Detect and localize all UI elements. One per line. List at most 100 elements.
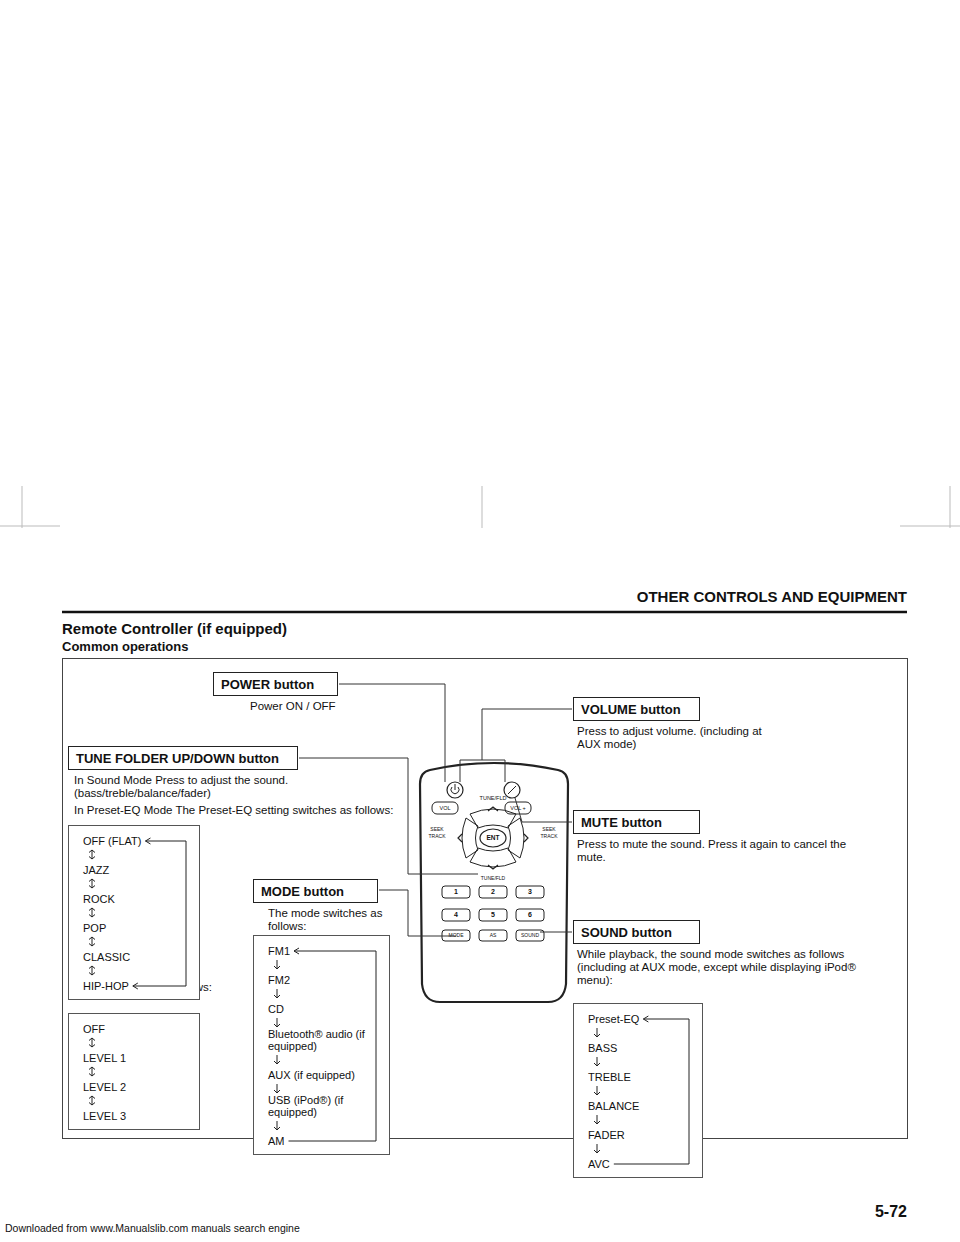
button-name: POWER button	[213, 672, 338, 696]
list-item: AM	[268, 1135, 285, 1147]
button-number: 3	[528, 888, 532, 897]
list-item: CD	[268, 1003, 284, 1015]
arrow-stroke	[594, 1115, 600, 1124]
list-item: JAZZ	[83, 864, 109, 876]
arrow-stroke	[594, 1028, 600, 1037]
cycle-bracket	[68, 825, 200, 1000]
list-item: BASS	[588, 1042, 617, 1054]
sequence-arrow	[592, 1056, 602, 1067]
list-item: TREBLE	[588, 1071, 631, 1083]
list-item: LEVEL 1	[83, 1052, 126, 1064]
sequence-arrow	[87, 965, 97, 976]
arrow-stroke	[89, 966, 95, 975]
list-item: ROCK	[83, 893, 115, 905]
button-description: In Sound Mode Press to adjust the sound.…	[74, 774, 394, 800]
arrow-stroke	[89, 937, 95, 946]
button-number: 2	[491, 888, 495, 897]
section-header: OTHER CONTROLS AND EQUIPMENT	[637, 589, 907, 606]
button-name: TUNE FOLDER UP/DOWN button	[68, 746, 298, 770]
setting-list: FM1FM2CDBluetooth® audio (if equipped)AU…	[253, 935, 390, 1155]
button-callout: SOUND buttonWhile playback, the sound mo…	[573, 920, 877, 987]
arrow-stroke	[274, 1121, 280, 1130]
button-callout: VOLUME buttonPress to adjust volume. (in…	[573, 697, 767, 751]
arrow-stroke	[594, 1057, 600, 1066]
arrow-stroke	[274, 989, 280, 998]
arrow-stroke	[594, 1086, 600, 1095]
button-name: MODE button	[253, 879, 378, 903]
list-item: AVC	[588, 1158, 610, 1170]
list-item: OFF (FLAT)	[83, 835, 141, 847]
button-number: 4	[454, 911, 458, 920]
header-rule	[62, 611, 907, 614]
arrow-stroke	[274, 1084, 280, 1093]
list-item: LEVEL 2	[83, 1081, 126, 1093]
setting-list: OFF LEVEL 1 LEVEL 2 LEVEL 3	[68, 1013, 200, 1130]
button-label: AS	[490, 932, 497, 939]
list-item: POP	[83, 922, 106, 934]
sequence-arrow	[272, 959, 282, 970]
bracket-stroke	[614, 1016, 689, 1164]
arrow-stroke	[89, 850, 95, 859]
button-label: MODE	[449, 932, 464, 939]
list-item: Preset-EQ	[588, 1013, 639, 1025]
list-item: AUX (if equipped)	[268, 1069, 355, 1081]
sequence-arrow	[272, 988, 282, 999]
button-callout: POWER buttonPower ON / OFF	[213, 672, 410, 713]
button-number: 1	[454, 888, 458, 897]
sequence-arrow	[87, 907, 97, 918]
arrow-stroke	[89, 879, 95, 888]
arrow-stroke	[89, 1067, 95, 1076]
arrow-stroke	[89, 1038, 95, 1047]
arrow-stroke	[274, 1018, 280, 1027]
button-description: While playback, the sound mode switches …	[577, 948, 877, 987]
list-item: Bluetooth® audio (if equipped)	[268, 1028, 372, 1052]
setting-list: OFF (FLAT)JAZZROCKPOPCLASSICHIP-HOP	[68, 825, 200, 1000]
button-description: Press to mute the sound. Press it again …	[577, 838, 877, 864]
sequence-arrow	[87, 1066, 97, 1077]
list-item: FM1	[268, 945, 290, 957]
list-item: LEVEL 3	[83, 1110, 126, 1122]
subheading: Common operations	[62, 640, 188, 655]
list-item: BALANCE	[588, 1100, 639, 1112]
button-label: VOL +	[510, 805, 526, 812]
sequence-arrow	[592, 1027, 602, 1038]
sequence-arrow	[272, 1054, 282, 1065]
button-label: SOUND	[521, 932, 539, 939]
button-description: Power ON / OFF	[250, 700, 410, 713]
button-callout: MUTE buttonPress to mute the sound. Pres…	[573, 810, 877, 864]
sequence-arrow	[272, 1083, 282, 1094]
arrow-stroke	[594, 1144, 600, 1153]
list-item: USB (iPod®) (if equipped)	[268, 1094, 372, 1118]
button-description: Press to adjust volume. (including at AU…	[577, 725, 767, 751]
cycle-bracket	[573, 1003, 703, 1178]
list-item: OFF	[83, 1023, 105, 1035]
button-name: VOLUME button	[573, 697, 700, 721]
arrow-stroke	[89, 908, 95, 917]
source-note: Downloaded from www.Manualslib.com manua…	[5, 1222, 300, 1234]
button-number: 5	[491, 911, 495, 920]
sequence-arrow	[87, 1095, 97, 1106]
sequence-arrow	[272, 1017, 282, 1028]
button-label: TUNE/FLD	[480, 795, 507, 802]
button-label: ENT	[487, 834, 500, 842]
sequence-arrow	[592, 1114, 602, 1125]
bracket-stroke	[133, 838, 186, 989]
button-label: SEEK TRACK	[539, 826, 559, 839]
button-name: MUTE button	[573, 810, 700, 834]
sequence-arrow	[592, 1143, 602, 1154]
list-item: FADER	[588, 1129, 625, 1141]
page-title: Remote Controller (if equipped)	[62, 620, 287, 637]
arrow-stroke	[274, 1055, 280, 1064]
button-callout: TUNE FOLDER UP/DOWN button In Sound Mode …	[68, 746, 394, 817]
sequence-arrow	[87, 878, 97, 889]
arrow-stroke	[89, 1096, 95, 1105]
sequence-arrow	[272, 1120, 282, 1131]
button-label: TUNE/FLD	[481, 875, 505, 882]
sequence-arrow	[87, 1037, 97, 1048]
outer-frame	[63, 659, 908, 1139]
button-description: The mode switches as follows:	[268, 907, 398, 933]
button-callout: MODE buttonThe mode switches as follows:	[253, 879, 398, 933]
button-number: 6	[528, 911, 532, 920]
sequence-arrow	[87, 849, 97, 860]
sequence-arrow	[87, 936, 97, 947]
